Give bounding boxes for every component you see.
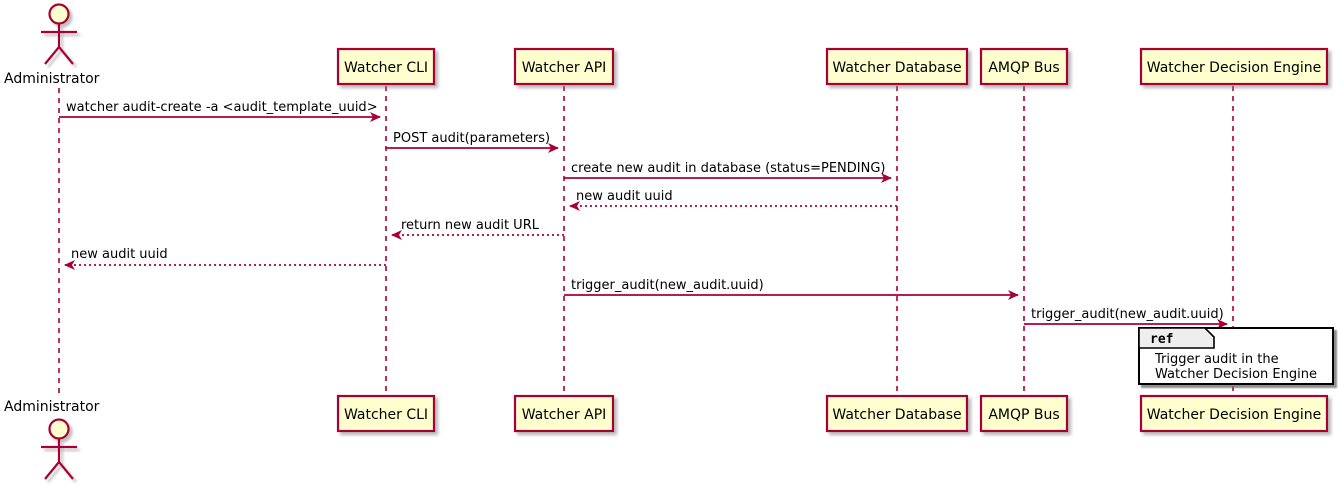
participant-label: Watcher Decision Engine — [1147, 407, 1321, 423]
actor-figure-bottom — [41, 418, 77, 480]
message-label: create new audit in database (status=PEN… — [571, 161, 886, 176]
message-label: return new audit URL — [401, 218, 540, 233]
participant-amqp-bus-bottom[interactable]: AMQP Bus — [979, 394, 1069, 433]
message-4-new-audit-uuid-db[interactable]: new audit uuid — [569, 189, 897, 211]
actor-figure-top — [41, 3, 77, 65]
participant-box — [513, 47, 615, 86]
participant-watcher-api-top[interactable]: Watcher API — [513, 47, 615, 86]
participant-label: AMQP Bus — [988, 407, 1059, 423]
actor-leg-right-icon — [58, 461, 74, 480]
participant-watcher-database-top[interactable]: Watcher Database — [825, 47, 969, 86]
actor-administrator-top[interactable]: Administrator — [4, 3, 100, 88]
message-label: new audit uuid — [576, 189, 673, 204]
actor-label-top: Administrator — [4, 71, 100, 87]
actor-leg-right-icon — [58, 46, 74, 65]
ref-fragment-trigger-audit[interactable]: ref Trigger audit in the Watcher Decisio… — [1138, 327, 1334, 385]
participant-watcher-decision-engine-top[interactable]: Watcher Decision Engine — [1139, 47, 1329, 86]
ref-fragment-body-line-2: Watcher Decision Engine — [1155, 367, 1317, 382]
message-label: POST audit(parameters) — [393, 131, 550, 146]
participant-label: Watcher CLI — [344, 407, 428, 423]
ref-fragment-tab — [1138, 327, 1215, 349]
participant-box — [336, 394, 436, 433]
actor-leg-left-icon — [44, 461, 60, 480]
participant-box — [336, 47, 436, 86]
message-label: trigger_audit(new_audit.uuid) — [1031, 307, 1224, 322]
message-label: watcher audit-create -a <audit_template_… — [66, 100, 378, 115]
actor-head-icon — [48, 3, 70, 25]
participant-label: Watcher Decision Engine — [1147, 60, 1321, 76]
ref-fragment-body-line-1: Trigger audit in the — [1154, 352, 1279, 367]
lifelines-group — [58, 86, 1234, 398]
participant-box — [979, 47, 1069, 86]
message-7-trigger-audit-api-to-bus[interactable]: trigger_audit(new_audit.uuid) — [564, 278, 1019, 300]
participant-label: Watcher API — [522, 407, 607, 423]
participant-label: Watcher Database — [832, 407, 961, 423]
participant-box — [825, 47, 969, 86]
participant-box — [825, 394, 969, 433]
message-label: new audit uuid — [71, 247, 168, 262]
actor-head-icon — [48, 418, 70, 440]
message-2-post-audit[interactable]: POST audit(parameters) — [386, 131, 559, 153]
actor-label-bottom: Administrator — [4, 399, 100, 415]
participant-label: Watcher API — [522, 60, 607, 76]
participant-watcher-api-bottom[interactable]: Watcher API — [513, 394, 615, 433]
participant-watcher-cli-top[interactable]: Watcher CLI — [336, 47, 436, 86]
participant-label: Watcher CLI — [344, 60, 428, 76]
participant-label: Watcher Database — [832, 60, 961, 76]
message-8-trigger-audit-bus-to-engine[interactable]: trigger_audit(new_audit.uuid) — [1024, 307, 1228, 329]
actor-leg-left-icon — [44, 46, 60, 65]
participant-amqp-bus-top[interactable]: AMQP Bus — [979, 47, 1069, 86]
participant-box — [1139, 47, 1329, 86]
message-5-return-new-audit-url[interactable]: return new audit URL — [391, 218, 564, 240]
participant-label: AMQP Bus — [988, 60, 1059, 76]
message-3-create-new-audit[interactable]: create new audit in database (status=PEN… — [564, 161, 892, 183]
participant-box — [979, 394, 1069, 433]
ref-fragment-tab-label: ref — [1150, 332, 1173, 347]
participant-watcher-cli-bottom[interactable]: Watcher CLI — [336, 394, 436, 433]
message-6-new-audit-uuid-cli[interactable]: new audit uuid — [64, 247, 386, 270]
participant-box — [1139, 394, 1329, 433]
message-1-watcher-audit-create[interactable]: watcher audit-create -a <audit_template_… — [59, 100, 381, 122]
actor-administrator-bottom[interactable]: Administrator — [4, 399, 100, 480]
participant-watcher-decision-engine-bottom[interactable]: Watcher Decision Engine — [1139, 394, 1329, 433]
participant-watcher-database-bottom[interactable]: Watcher Database — [825, 394, 969, 433]
message-label: trigger_audit(new_audit.uuid) — [571, 278, 764, 293]
participant-box — [513, 394, 615, 433]
